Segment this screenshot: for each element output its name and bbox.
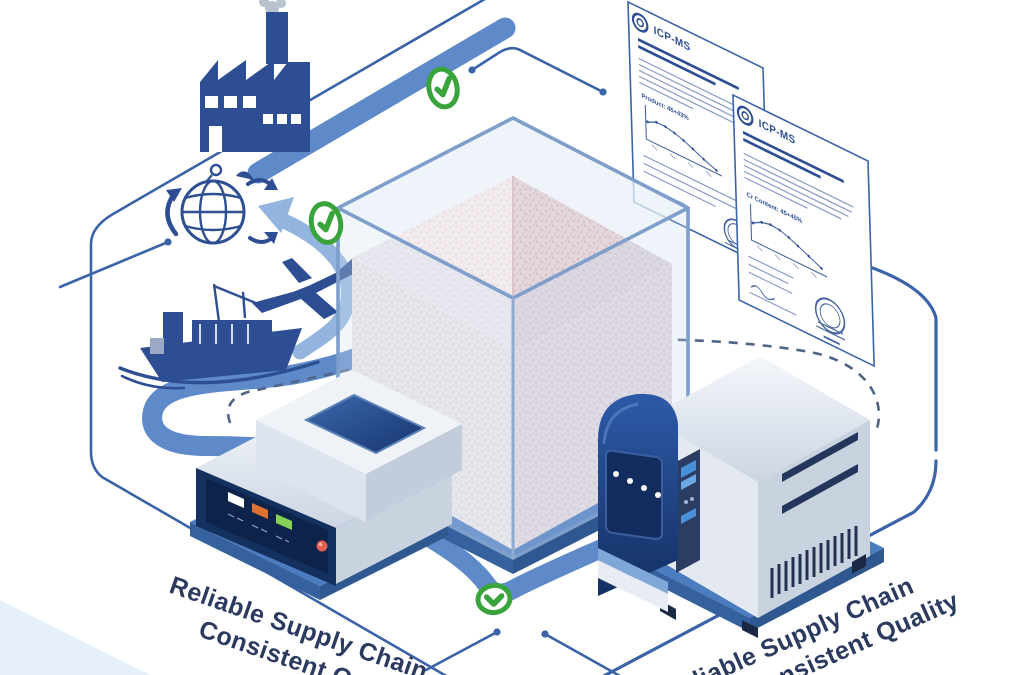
certificate-heading-lines (742, 130, 844, 184)
checkmark-icon (308, 201, 344, 245)
certificate-chart (644, 104, 722, 178)
machine-slots (782, 432, 858, 514)
instrument-screen (303, 393, 427, 455)
certificate-body-lines (638, 57, 749, 125)
icp-ms-instrument (598, 356, 870, 638)
smoke (259, 0, 286, 15)
power-indicator (316, 540, 328, 552)
machine-control-strip (676, 449, 700, 573)
certificate-heading-lines (637, 37, 739, 91)
location-pin-icon (205, 163, 223, 183)
hexagon-border (58, 0, 938, 675)
corner-shade (0, 600, 150, 675)
analysis-dashed-path (226, 337, 881, 433)
cargo-ship-icon (118, 283, 320, 390)
instrument-micro-labels (227, 513, 290, 543)
certificate-chart (749, 203, 828, 279)
module-screen-dots (613, 471, 661, 498)
machine-monitor-module (598, 393, 678, 612)
route-arrow-curve (274, 212, 356, 360)
checkmark-icon (475, 582, 513, 616)
airplane-icon (252, 257, 360, 319)
certificate-1: ICP-MS Product: 45+43% (627, 0, 770, 270)
globe-icon (180, 179, 246, 245)
certificate-body-lines (743, 152, 854, 220)
globe-arrows (165, 171, 278, 244)
route-arrowhead (258, 197, 294, 233)
factory-icon (200, 0, 310, 152)
instrument-buttons (228, 492, 328, 552)
certificate-seal-icon (814, 297, 846, 346)
checkmark-icon (426, 66, 460, 110)
certificate-logo-icon (736, 105, 754, 126)
certificate-footer-lines (643, 154, 748, 211)
certificate-signature-lines (748, 255, 797, 316)
sample-prep-instrument (196, 370, 462, 586)
module-screen (605, 449, 663, 541)
certificate-logo-icon (631, 12, 649, 33)
certificate-2: ICP-MS Cr Content: 45+45% (732, 93, 875, 368)
machine-vents (770, 526, 858, 598)
